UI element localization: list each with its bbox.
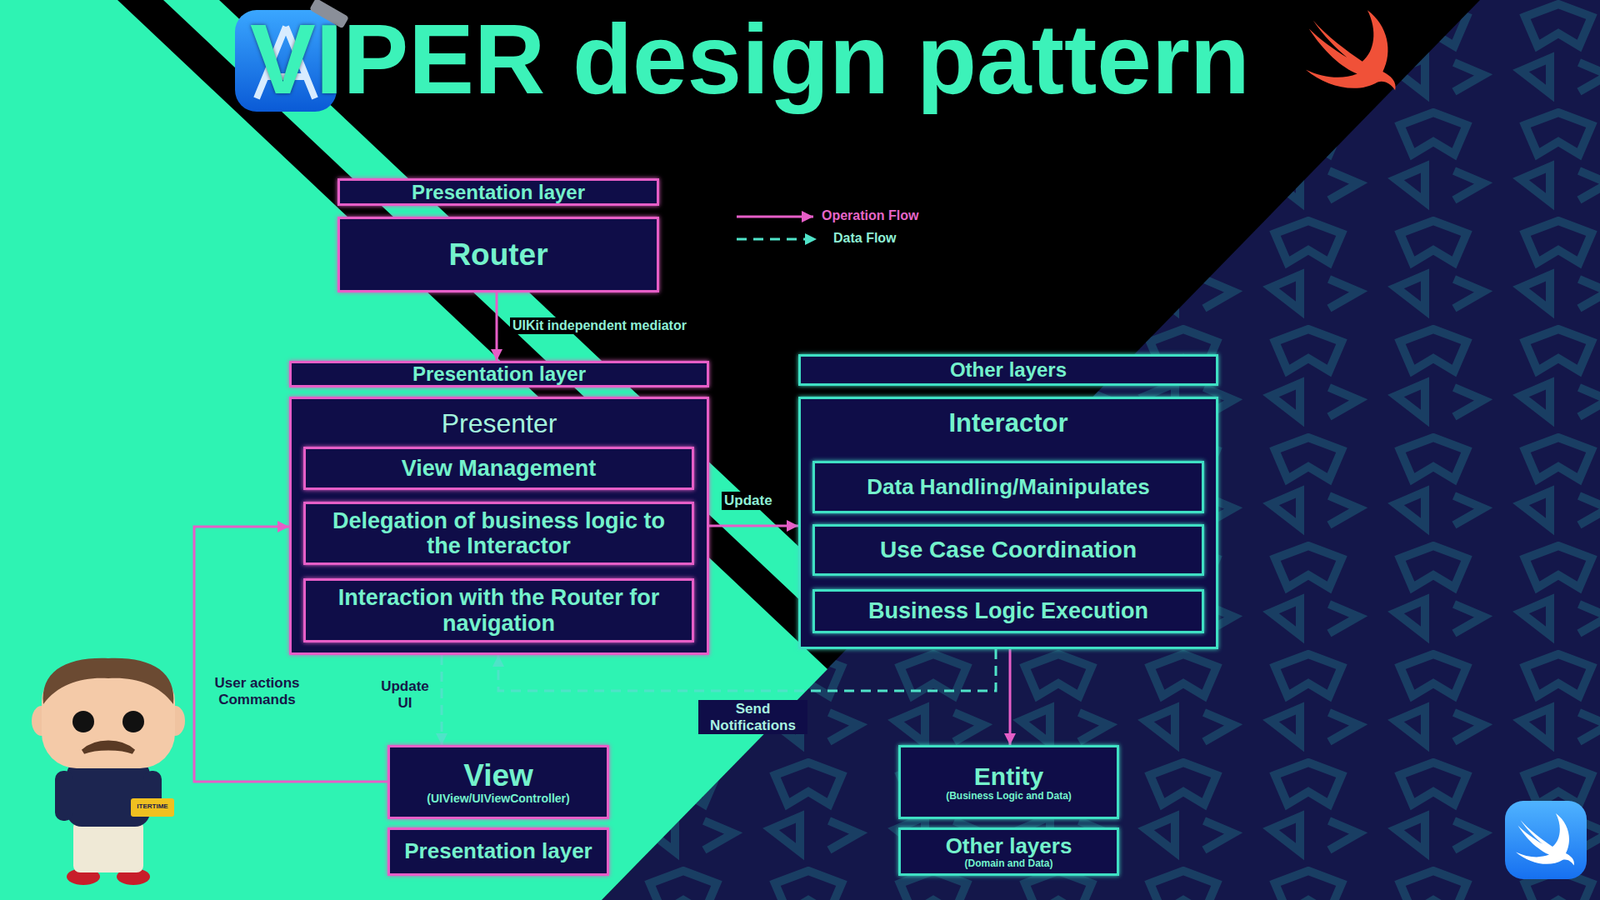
responsibility-box: Data Handling/Mainipulates — [812, 460, 1205, 514]
node-title: Entity — [909, 762, 1109, 791]
data-flow-arrow — [498, 649, 996, 691]
node-title: Delegation of business logic to the Inte… — [314, 508, 684, 559]
swift-bird — [1515, 813, 1575, 865]
node-title: View Management — [314, 455, 684, 481]
node-title: Business Logic Execution — [823, 598, 1194, 624]
node-subtitle: (Business Logic and Data) — [909, 790, 1109, 802]
eye — [72, 710, 95, 733]
badge — [130, 798, 175, 817]
component-box: Entity(Business Logic and Data) — [898, 745, 1120, 820]
legend-text: Operation Flow — [821, 208, 919, 224]
legend-sample-line — [736, 238, 817, 241]
hair — [43, 658, 175, 705]
edge-label: User actions Commands — [205, 675, 310, 708]
swift-bird — [1305, 10, 1395, 90]
mustache — [83, 743, 134, 753]
legend-sample-line — [736, 215, 814, 219]
mint-region — [0, 0, 828, 900]
operation-flow-arrow — [495, 292, 499, 361]
component-box: InteractorData Handling/MainipulatesUse … — [798, 396, 1219, 650]
responsibility-box: Business Logic Execution — [812, 589, 1205, 634]
eye — [122, 710, 145, 733]
responsibility-box: Delegation of business logic to the Inte… — [303, 501, 695, 565]
node-title: Other layers — [909, 834, 1109, 859]
node-title: Router — [348, 237, 649, 272]
navy-pattern — [601, 0, 1600, 900]
node-title: Interaction with the Router for navigati… — [314, 585, 684, 635]
responsibility-box: Use Case Coordination — [812, 524, 1205, 576]
edge-label: UIKit independent mediator — [510, 317, 690, 335]
edge-label: Update UI — [376, 678, 434, 711]
diagram-title: VIPER design pattern — [250, 8, 1250, 112]
layer-band: Presentation layer — [387, 827, 610, 876]
layer-band: Presentation layer — [337, 178, 660, 206]
node-title: Presentation layer — [348, 182, 649, 203]
layer-band: Other layers(Domain and Data) — [898, 827, 1120, 876]
node-title: Other layers — [809, 360, 1208, 380]
responsibility-box: View Management — [303, 446, 695, 490]
layer-band: Other layers — [798, 354, 1219, 386]
edge-label: Update — [721, 491, 775, 510]
edge-label: Send Notifications — [698, 700, 808, 735]
operation-flow-arrow — [709, 525, 799, 528]
arm — [55, 770, 74, 821]
node-title: Presentation layer — [300, 364, 699, 385]
node-title: Data Handling/Mainipulates — [823, 475, 1194, 500]
node-title: View — [398, 758, 599, 793]
navy-region — [601, 0, 1600, 900]
component-box: View(UIView/UIViewController) — [387, 745, 610, 820]
node-title: Use Case Coordination — [823, 536, 1194, 563]
pants — [73, 820, 144, 873]
badge-text: ITERTIME — [130, 802, 175, 810]
swift-logo — [1305, 10, 1395, 90]
component-box: Router — [337, 216, 660, 293]
node-title: Presenter — [300, 409, 699, 440]
layer-band: Presentation layer — [289, 360, 710, 388]
responsibility-box: Interaction with the Router for navigati… — [303, 578, 695, 643]
node-title: Interactor — [809, 409, 1208, 439]
icon-tile — [1505, 800, 1587, 880]
data-flow-arrow — [440, 655, 444, 745]
figure-illustration — [31, 658, 185, 885]
node-subtitle: (Domain and Data) — [909, 858, 1109, 870]
component-box: PresenterView ManagementDelegation of bu… — [289, 396, 710, 655]
node-title: Presentation layer — [398, 839, 599, 864]
legend-text: Data Flow — [833, 230, 897, 246]
node-subtitle: (UIView/UIViewController) — [398, 792, 599, 806]
swiftui-icon — [1505, 800, 1587, 880]
operation-flow-arrow — [1009, 649, 1012, 745]
